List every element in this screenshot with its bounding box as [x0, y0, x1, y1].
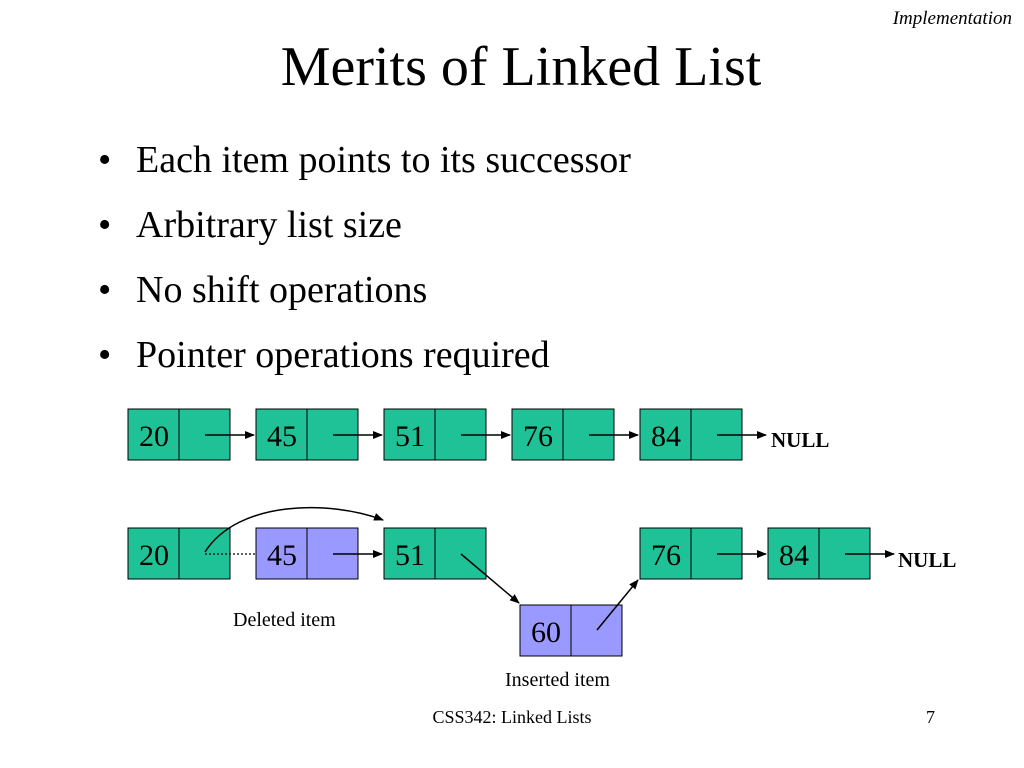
- node-value: 20: [139, 420, 169, 453]
- bullet-list: • Each item points to its successor • Arbi…: [98, 128, 631, 388]
- list-1-node: 45: [255, 408, 359, 461]
- bullet-text: Pointer operations required: [136, 334, 550, 376]
- list-1-node: 51: [383, 408, 487, 461]
- pointer-arrow: [460, 553, 520, 604]
- node-value: 76: [651, 539, 681, 572]
- bullet-item: • No shift operations: [98, 258, 631, 323]
- null-label: NULL: [898, 548, 956, 572]
- node-value: 60: [531, 616, 561, 649]
- bullet-dot: •: [98, 269, 112, 311]
- bullet-text: Each item points to its successor: [136, 139, 631, 181]
- deleted-item-label: Deleted item: [233, 609, 336, 631]
- inserted-node: 60: [519, 604, 623, 657]
- footer-course: CSS342: Linked Lists: [432, 707, 592, 727]
- node-value: 20: [139, 539, 169, 572]
- slide-title: Merits of Linked List: [280, 36, 762, 98]
- node-value: 76: [523, 420, 553, 453]
- bullet-dot: •: [98, 334, 112, 376]
- section-label: Implementation: [892, 8, 1012, 29]
- bullet-item: • Arbitrary list size: [98, 193, 631, 258]
- list-2-node: 51: [383, 527, 487, 580]
- node-value: 51: [395, 420, 425, 453]
- bypass-arrow: [204, 506, 384, 553]
- bullet-text: Arbitrary list size: [136, 204, 402, 246]
- null-label: NULL: [771, 428, 829, 452]
- bullet-item: • Pointer operations required: [98, 323, 631, 388]
- bullet-dot: •: [98, 204, 112, 246]
- bullet-dot: •: [98, 139, 112, 181]
- node-value: 84: [779, 539, 809, 572]
- node-value: 51: [395, 539, 425, 572]
- bullet-item: • Each item points to its successor: [98, 128, 631, 193]
- page-number: 7: [926, 707, 935, 727]
- list-1-node: 20: [127, 408, 231, 461]
- node-value: 84: [651, 420, 681, 453]
- inserted-item-label: Inserted item: [505, 669, 610, 691]
- node-value: 45: [267, 539, 297, 572]
- node-value: 45: [267, 420, 297, 453]
- bullet-text: No shift operations: [136, 269, 428, 311]
- pointer-arrow: [596, 579, 639, 631]
